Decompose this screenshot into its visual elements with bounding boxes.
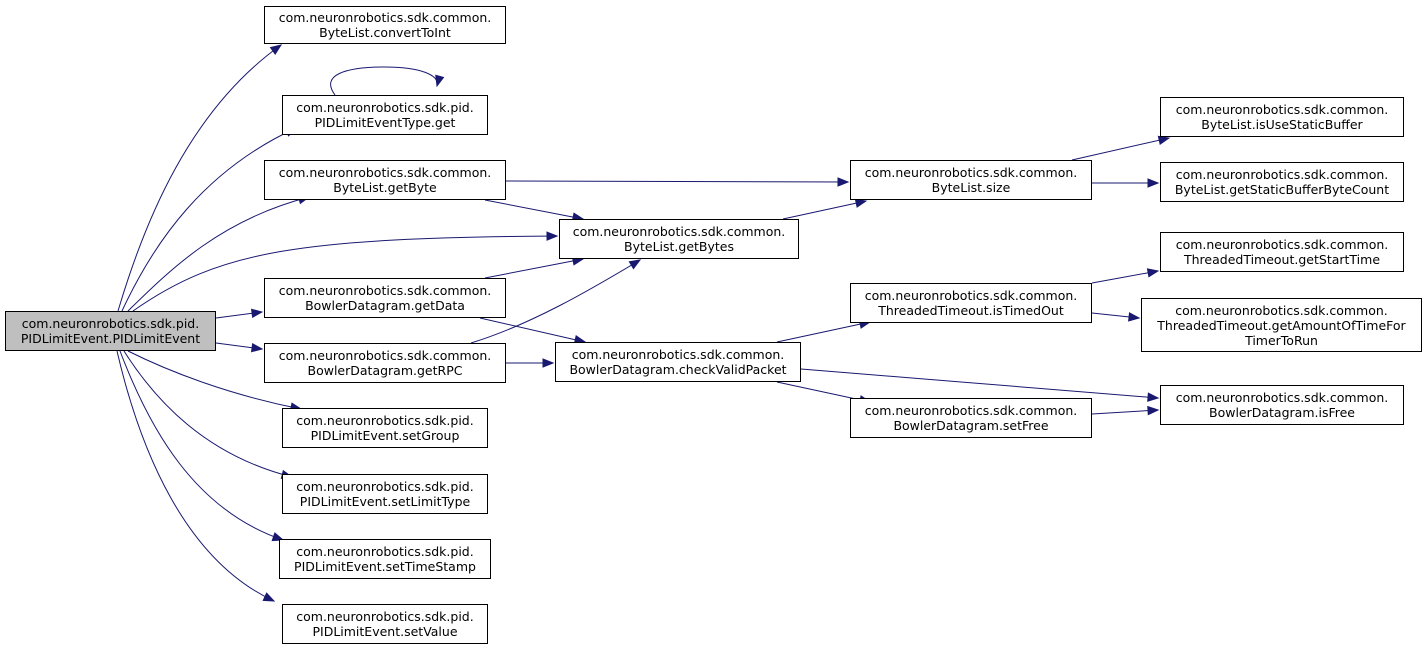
node-root[interactable]: com.neuronrobotics.sdk.pid.PIDLimitEvent… <box>5 311 216 351</box>
node-label-line: com.neuronrobotics.sdk.common. <box>1175 302 1388 318</box>
edge-root-to-limitTypeGet <box>121 127 297 312</box>
edge-checkValidPacket-to-isTimedOut <box>776 321 871 343</box>
edge-isTimedOut-to-getStartTime <box>1091 270 1159 284</box>
arrowhead-getData <box>250 308 264 319</box>
node-label-line: com.neuronrobotics.sdk.common. <box>278 283 492 298</box>
arrowhead-getAmountOfTime <box>1128 312 1141 322</box>
node-setGroup[interactable]: com.neuronrobotics.sdk.pid.PIDLimitEvent… <box>282 408 488 448</box>
node-getStaticBufferByteCount[interactable]: com.neuronrobotics.sdk.common.ByteList.g… <box>1160 162 1404 202</box>
node-label-line: com.neuronrobotics.sdk.common. <box>572 224 786 239</box>
arrowhead-getRPC <box>250 342 264 353</box>
node-label-line: PIDLimitEvent.setTimeStamp <box>294 559 476 574</box>
node-label-line: BowlerDatagram.isFree <box>1209 405 1355 420</box>
node-label-line: BowlerDatagram.checkValidPacket <box>569 362 787 377</box>
arrowhead-isFree <box>1147 405 1160 416</box>
node-label-line: com.neuronrobotics.sdk.common. <box>278 10 492 25</box>
node-getRPC[interactable]: com.neuronrobotics.sdk.common.BowlerData… <box>264 343 506 383</box>
edge-checkValidPacket-to-isFree <box>800 368 1159 399</box>
edge-root-to-setTimeStamp <box>119 350 284 541</box>
arrowhead-size <box>854 198 868 208</box>
node-label-line: ByteList.getBytes <box>624 239 734 254</box>
node-label-line: com.neuronrobotics.sdk.common. <box>864 288 1078 303</box>
node-getData[interactable]: com.neuronrobotics.sdk.common.BowlerData… <box>264 278 506 318</box>
edge-getBytes-to-size <box>782 200 867 220</box>
node-label-line: BowlerDatagram.getRPC <box>307 363 463 378</box>
arrowhead-getBytes <box>546 231 559 241</box>
edge-setFree-to-isFree <box>1091 409 1159 415</box>
node-label-line: ByteList.convertToInt <box>319 25 451 40</box>
node-getAmountOfTime[interactable]: com.neuronrobotics.sdk.common.ThreadedTi… <box>1141 298 1422 352</box>
node-label-line: ByteList.getStaticBufferByteCount <box>1174 182 1390 197</box>
node-label-line: ByteList.size <box>931 180 1011 195</box>
node-label-line: com.neuronrobotics.sdk.pid. <box>296 100 474 115</box>
arrowhead-getBytes <box>628 259 642 270</box>
node-label-line: TimerToRun <box>1245 332 1318 348</box>
node-setLimitType[interactable]: com.neuronrobotics.sdk.pid.PIDLimitEvent… <box>282 474 488 514</box>
arrowhead-isFree <box>1147 392 1160 402</box>
edge-getData-to-getBytes <box>484 258 584 279</box>
node-label-line: com.neuronrobotics.sdk.common. <box>278 165 492 180</box>
edge-root-to-getByte <box>127 196 310 312</box>
node-label-line: com.neuronrobotics.sdk.common. <box>864 403 1078 418</box>
edge-root-to-convertToInt <box>117 44 282 312</box>
node-setValue[interactable]: com.neuronrobotics.sdk.pid.PIDLimitEvent… <box>282 604 488 644</box>
node-size[interactable]: com.neuronrobotics.sdk.common.ByteList.s… <box>850 160 1092 200</box>
node-isTimedOut[interactable]: com.neuronrobotics.sdk.common.ThreadedTi… <box>850 283 1092 323</box>
node-label-line: com.neuronrobotics.sdk.common. <box>864 165 1078 180</box>
node-label-line: com.neuronrobotics.sdk.common. <box>1175 390 1389 405</box>
edge-root-to-getBytes <box>132 235 558 312</box>
arrowhead-limitTypeGet <box>435 74 445 88</box>
edge-root-to-setGroup <box>127 350 302 410</box>
node-label-line: com.neuronrobotics.sdk.common. <box>1175 167 1389 182</box>
node-setTimeStamp[interactable]: com.neuronrobotics.sdk.pid.PIDLimitEvent… <box>279 539 491 579</box>
node-label-line: ByteList.isUseStaticBuffer <box>1201 117 1363 132</box>
node-getStartTime[interactable]: com.neuronrobotics.sdk.common.ThreadedTi… <box>1160 232 1404 272</box>
edge-size-to-isUseStaticBuffer <box>1071 137 1170 161</box>
node-label-line: com.neuronrobotics.sdk.pid. <box>296 544 474 559</box>
node-isFree[interactable]: com.neuronrobotics.sdk.common.BowlerData… <box>1160 385 1404 425</box>
node-label-line: PIDLimitEventType.get <box>314 115 456 130</box>
node-label-line: com.neuronrobotics.sdk.pid. <box>21 316 200 331</box>
arrowhead-getStaticBufferByteCount <box>1147 178 1160 188</box>
arrowhead-checkValidPacket <box>542 358 555 368</box>
node-label-line: com.neuronrobotics.sdk.pid. <box>296 479 474 494</box>
edge-getByte-to-size <box>505 180 849 183</box>
node-label-line: com.neuronrobotics.sdk.common. <box>1175 237 1389 252</box>
edge-limitTypeGet-to-limitTypeGet <box>330 66 438 96</box>
node-label-line: PIDLimitEvent.PIDLimitEvent <box>20 331 201 346</box>
arrowhead-isUseStaticBuffer <box>1157 135 1171 145</box>
node-label-line: PIDLimitEvent.setGroup <box>310 428 460 443</box>
arrowhead-setValue <box>262 592 276 602</box>
node-label-line: BowlerDatagram.setFree <box>893 418 1049 433</box>
node-limitTypeGet[interactable]: com.neuronrobotics.sdk.pid.PIDLimitEvent… <box>282 95 488 135</box>
edge-root-to-setLimitType <box>123 350 293 478</box>
node-label-line: com.neuronrobotics.sdk.pid. <box>296 609 474 624</box>
edge-getByte-to-getBytes <box>484 199 584 220</box>
node-label-line: ThreadedTimeout.getStartTime <box>1183 252 1381 267</box>
node-label-line: ThreadedTimeout.getAmountOfTimeFor <box>1157 317 1406 333</box>
node-checkValidPacket[interactable]: com.neuronrobotics.sdk.common.BowlerData… <box>555 342 801 382</box>
edge-root-to-setValue <box>116 350 275 602</box>
arrowhead-convertToInt <box>269 44 283 55</box>
edge-getRPC-to-getBytes <box>470 259 641 344</box>
arrowhead-setTimeStamp <box>271 532 285 542</box>
node-isUseStaticBuffer[interactable]: com.neuronrobotics.sdk.common.ByteList.i… <box>1160 97 1404 137</box>
arrowhead-getStartTime <box>1146 268 1160 278</box>
node-label-line: ByteList.getByte <box>333 180 437 195</box>
arrowhead-size <box>837 177 850 187</box>
node-convertToInt[interactable]: com.neuronrobotics.sdk.common.ByteList.c… <box>264 6 506 44</box>
node-label-line: ThreadedTimeout.isTimedOut <box>878 303 1064 318</box>
node-setFree[interactable]: com.neuronrobotics.sdk.common.BowlerData… <box>850 398 1092 438</box>
node-label-line: BowlerDatagram.getData <box>305 298 465 313</box>
node-label-line: com.neuronrobotics.sdk.common. <box>571 347 785 362</box>
node-getBytes[interactable]: com.neuronrobotics.sdk.common.ByteList.g… <box>559 219 799 259</box>
node-label-line: com.neuronrobotics.sdk.common. <box>278 348 492 363</box>
node-label-line: com.neuronrobotics.sdk.pid. <box>296 413 474 428</box>
node-label-line: PIDLimitEvent.setValue <box>312 624 458 639</box>
node-label-line: PIDLimitEvent.setLimitType <box>299 494 471 509</box>
edge-getData-to-checkValidPacket <box>479 317 586 343</box>
node-getByte[interactable]: com.neuronrobotics.sdk.common.ByteList.g… <box>264 160 506 200</box>
node-label-line: com.neuronrobotics.sdk.common. <box>1175 102 1389 117</box>
